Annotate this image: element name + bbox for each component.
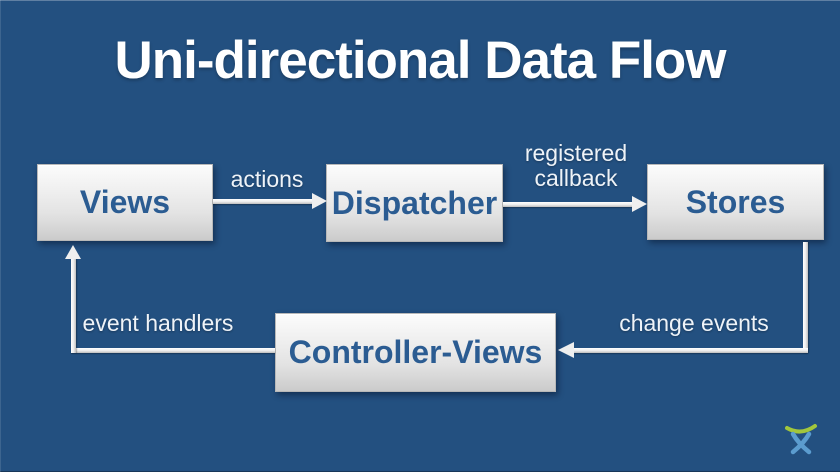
edge-label-actions: actions [230, 166, 304, 192]
arrow-controller-views-to-views-vertical [71, 259, 76, 353]
atlassian-logo-icon [785, 424, 817, 455]
edge-label-event-handlers: event handlers [82, 310, 234, 336]
arrow-views-to-dispatcher [213, 199, 313, 204]
node-stores: Stores [647, 164, 824, 240]
arrow-stores-to-controller-views-vertical [803, 242, 808, 353]
arrow-stores-to-controller-views-horizontal [574, 348, 808, 353]
edge-label-change-events: change events [619, 310, 769, 336]
arrowhead-right-icon [632, 196, 647, 212]
node-dispatcher: Dispatcher [326, 164, 503, 242]
node-stores-label: Stores [685, 183, 786, 220]
arrowhead-up-icon [65, 245, 81, 259]
edge-label-registered-callback: registered callback [524, 140, 628, 191]
node-views: Views [37, 164, 213, 241]
node-controller-views-label: Controller-Views [288, 334, 543, 370]
arrow-controller-views-to-views-horizontal [71, 348, 275, 353]
node-controller-views: Controller-Views [275, 313, 556, 392]
arrowhead-left-icon [558, 342, 574, 358]
node-dispatcher-label: Dispatcher [331, 184, 498, 221]
arrow-dispatcher-to-stores [503, 202, 633, 207]
node-views-label: Views [79, 184, 171, 220]
slide-title: Uni-directional Data Flow [114, 31, 726, 90]
arrowhead-right-icon [312, 193, 327, 209]
